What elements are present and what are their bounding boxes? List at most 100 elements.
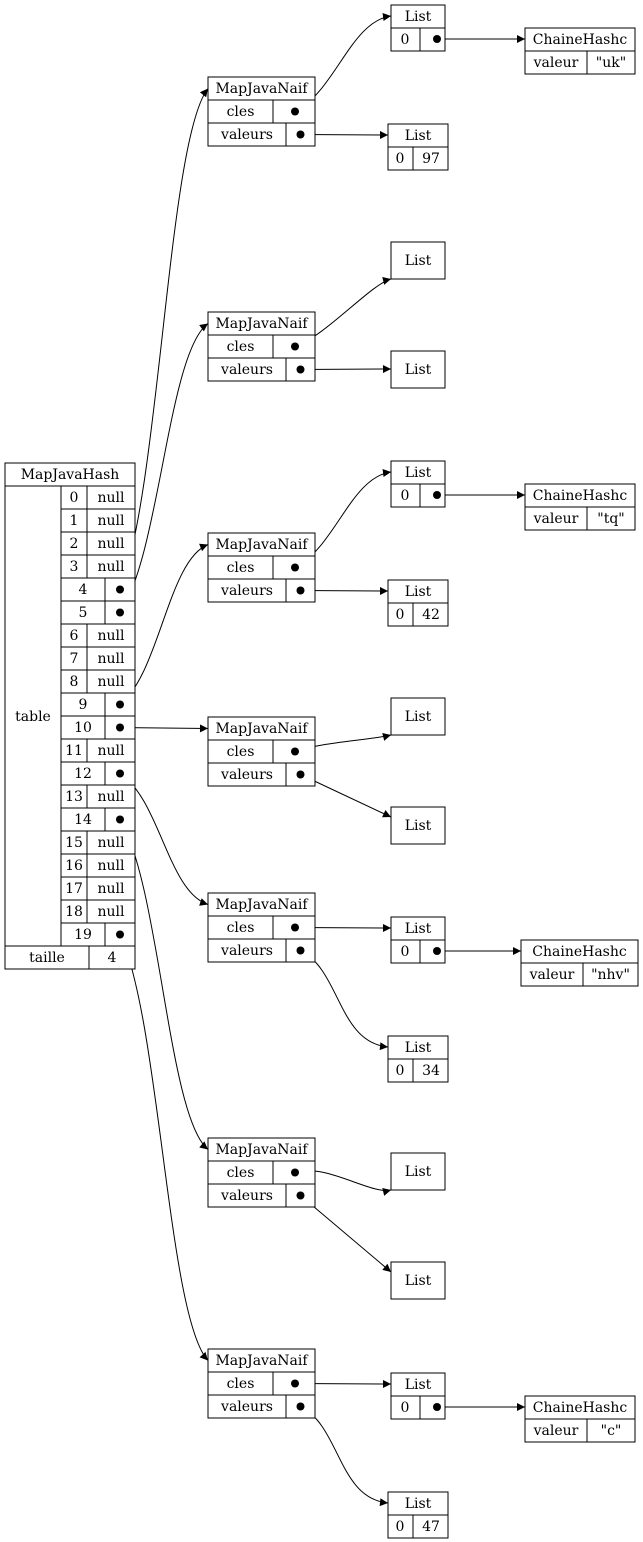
pointer-dot xyxy=(433,947,441,955)
list-value: 34 xyxy=(422,1063,440,1079)
size-label: taille xyxy=(29,950,65,966)
list-value: 97 xyxy=(422,151,440,167)
slot-index: 6 xyxy=(70,628,79,644)
keys-label: cles xyxy=(227,1165,255,1181)
slot-index: 7 xyxy=(70,651,79,667)
values-label: valeurs xyxy=(220,362,273,378)
slot-pointer-edge xyxy=(119,934,209,1361)
table-slot-10: 10 xyxy=(61,715,135,739)
list-title: List xyxy=(405,1040,432,1056)
list-title: List xyxy=(405,1377,432,1393)
pointer-dot xyxy=(433,491,441,499)
slot-index: 0 xyxy=(70,490,79,506)
keys-list-box xyxy=(390,241,446,280)
slot-null-value: null xyxy=(98,858,126,874)
keys-list-node: List xyxy=(390,241,446,280)
list-title: List xyxy=(405,1496,432,1512)
slot-index: 14 xyxy=(74,812,92,828)
list-index: 0 xyxy=(396,151,405,167)
chaine-field-value: "tq" xyxy=(597,511,624,527)
size-value: 4 xyxy=(108,950,117,966)
slot-index: 10 xyxy=(74,720,92,736)
chaine-hashc-title: ChaineHashc xyxy=(533,488,628,504)
values-label: valeurs xyxy=(220,1399,273,1415)
table-slot-0: 0 null xyxy=(70,486,125,509)
map-java-naif-title: MapJavaNaif xyxy=(215,1142,309,1158)
slot-index: 15 xyxy=(65,835,83,851)
pointer-dot xyxy=(116,815,124,824)
slot-null-value: null xyxy=(98,559,126,575)
values-list-box xyxy=(390,1261,446,1300)
pointer-dot xyxy=(296,1191,305,1200)
pointer-dot xyxy=(116,585,124,594)
chaine-hashc-title: ChaineHashc xyxy=(533,32,628,48)
values-pointer-edge xyxy=(300,774,392,818)
map-java-naif-title: MapJavaNaif xyxy=(215,721,309,737)
keys-list-node: List xyxy=(390,1152,446,1191)
pointer-dot xyxy=(433,1403,441,1411)
slot-null-value: null xyxy=(98,743,126,759)
pointer-dot xyxy=(291,107,299,116)
values-list-node: List xyxy=(390,806,446,845)
slot-null-value: null xyxy=(98,513,126,529)
table-slot-12: 12 xyxy=(61,761,135,785)
pointer-dot xyxy=(116,930,124,939)
slot-index: 4 xyxy=(79,582,88,598)
slot-null-value: null xyxy=(98,904,126,920)
table-slot-15: 15 null xyxy=(61,830,135,854)
values-pointer-edge xyxy=(300,1406,389,1507)
chaine-hashc-title: ChaineHashc xyxy=(532,944,627,960)
list-value: 47 xyxy=(422,1519,440,1535)
pointer-dot xyxy=(296,770,305,779)
chaine-field-label: valeur xyxy=(529,967,575,983)
table-slot-9: 9 xyxy=(61,692,135,716)
pointer-dot xyxy=(116,723,124,732)
chaine-field-value: "nhv" xyxy=(591,967,630,983)
list-title: List xyxy=(405,9,432,25)
slot-null-value: null xyxy=(98,789,126,805)
keys-label: cles xyxy=(227,1376,255,1392)
table-slot-19: 19 xyxy=(61,922,135,946)
table-label: table xyxy=(15,709,51,725)
list-value: 42 xyxy=(422,607,440,623)
list-index: 0 xyxy=(401,1400,410,1416)
pointer-dot xyxy=(296,130,305,139)
list-title: List xyxy=(405,818,432,834)
slot-index: 2 xyxy=(70,536,79,552)
keys-label: cles xyxy=(227,920,255,936)
chaine-field-label: valeur xyxy=(533,1423,579,1439)
chaine-field-value: "uk" xyxy=(596,55,626,71)
pointer-dot xyxy=(291,563,299,572)
chaine-hashc-node: ChaineHashc valeur "nhv" xyxy=(520,939,639,987)
slot-index: 12 xyxy=(74,766,92,782)
list-index: 0 xyxy=(401,944,410,960)
slot-null-value: null xyxy=(98,490,126,506)
slot-null-value: null xyxy=(98,835,126,851)
pointer-dot xyxy=(296,946,305,955)
map-java-naif-title: MapJavaNaif xyxy=(215,81,309,97)
map-java-naif-title: MapJavaNaif xyxy=(215,1353,309,1369)
list-title: List xyxy=(405,1273,432,1289)
pointer-dot xyxy=(296,365,305,374)
list-title: List xyxy=(405,921,432,937)
pointer-dot xyxy=(291,342,299,351)
values-list-box xyxy=(390,350,446,389)
